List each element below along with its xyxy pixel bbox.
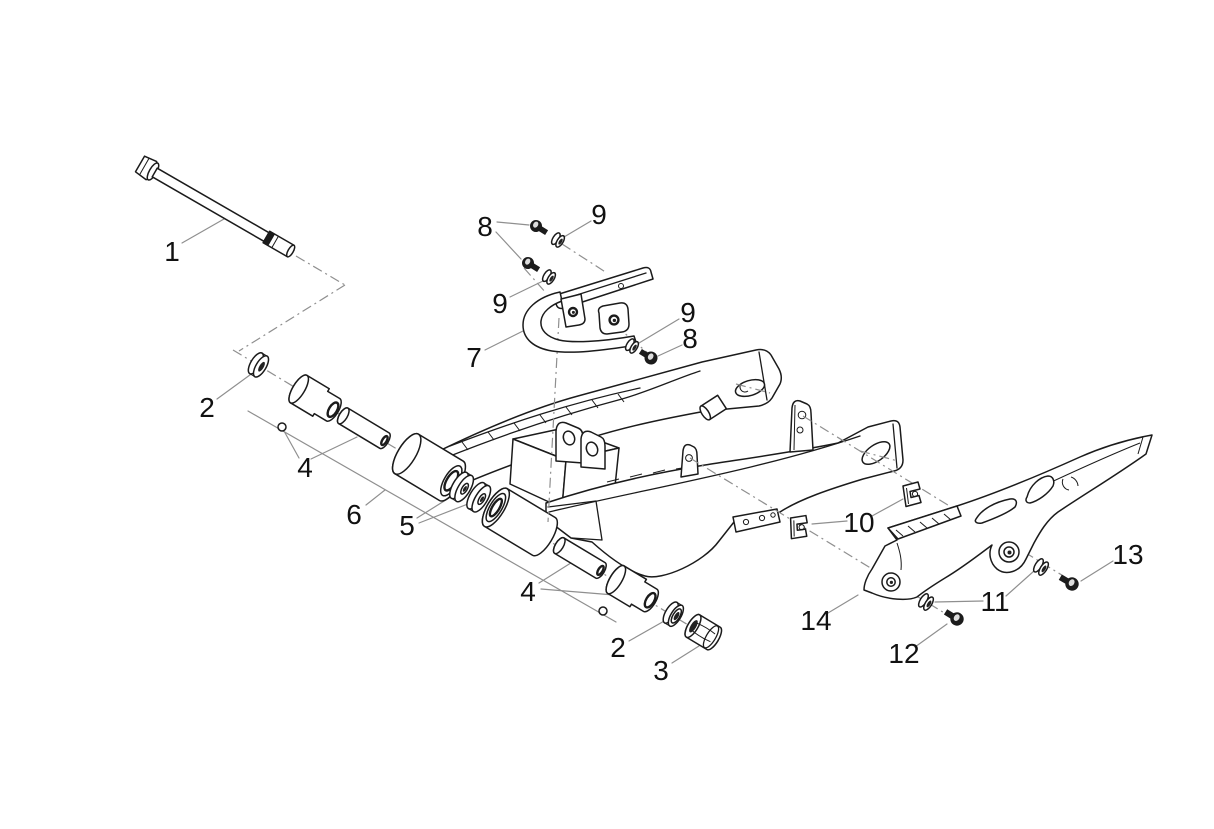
part-center-washer-b <box>466 481 492 513</box>
part-center-washer-a <box>448 471 475 503</box>
part-nut <box>684 613 723 651</box>
callouts: 1 2 4 6 5 4 2 3 7 8 9 9 9 8 10 11 12 13 … <box>164 199 1143 686</box>
part-washer-9a <box>550 232 566 248</box>
part-washer-11a <box>1032 558 1050 576</box>
callout-washer-right: 9 <box>680 297 696 328</box>
callout-chain-slider: 7 <box>466 342 482 373</box>
part-bushing-lower <box>605 564 660 613</box>
bracket-upper <box>789 399 814 453</box>
slot-center-lines <box>735 383 899 462</box>
guard-strip-hatching <box>895 513 952 537</box>
callout-guard-screw-lower: 12 <box>888 638 919 669</box>
callout-bushing-lower: 4 <box>520 576 536 607</box>
part-clip-a <box>902 481 922 508</box>
callout-guard-screw-upper: 13 <box>1112 539 1143 570</box>
pivot-axis-assembly <box>247 351 723 651</box>
part-swingarm <box>436 348 904 578</box>
callout-washer-upper: 2 <box>199 392 215 423</box>
callout-screws-top: 8 <box>477 211 493 242</box>
callout-spacer: 6 <box>346 499 362 530</box>
part-screw-8b <box>522 257 541 272</box>
part-washer-9b <box>541 269 557 285</box>
part-sleeve-lower <box>552 536 607 580</box>
part-ball-lower <box>598 606 608 616</box>
part-chain-guard <box>863 434 1153 601</box>
part-ball-upper <box>277 422 287 432</box>
callout-axle-bolt: 1 <box>164 236 180 267</box>
part-screw-13 <box>1058 574 1079 591</box>
part-screw-12 <box>943 609 964 626</box>
swingarm-lower-arm <box>545 419 904 578</box>
part-screw-8a <box>530 220 549 235</box>
callout-center-washers: 5 <box>399 510 415 541</box>
part-bushing-upper <box>288 374 342 422</box>
part-screw-8c <box>638 349 658 365</box>
part-washer-11b <box>917 593 935 611</box>
part-washer-lower <box>662 601 685 628</box>
pivot-tube-lower <box>481 487 559 557</box>
guard-wear-strip <box>887 505 962 540</box>
part-clip-b <box>789 514 808 540</box>
shared-leader-rail <box>247 410 617 623</box>
part-washer-upper <box>247 351 270 378</box>
callout-washer-lower: 2 <box>610 632 626 663</box>
guard-mount-plate <box>732 508 781 533</box>
callout-washer-top: 9 <box>591 199 607 230</box>
bobbin-stub <box>699 394 728 421</box>
part-sleeve-upper <box>336 407 391 450</box>
callout-screw-right: 8 <box>682 323 698 354</box>
callout-bushing-upper: 4 <box>297 452 313 483</box>
bracket-middle <box>680 443 699 478</box>
part-axle-bolt <box>134 155 296 258</box>
callout-washer-mid: 9 <box>492 288 508 319</box>
shock-mount-tabs <box>555 421 606 470</box>
callout-clips: 10 <box>843 507 874 538</box>
leader-lines <box>181 218 1114 664</box>
callout-guard-washers: 11 <box>980 586 1009 617</box>
part-washer-9c <box>624 338 640 354</box>
callout-chain-guard: 14 <box>800 605 831 636</box>
wear-strip-hatching <box>461 393 625 451</box>
callout-nut: 3 <box>653 655 669 686</box>
